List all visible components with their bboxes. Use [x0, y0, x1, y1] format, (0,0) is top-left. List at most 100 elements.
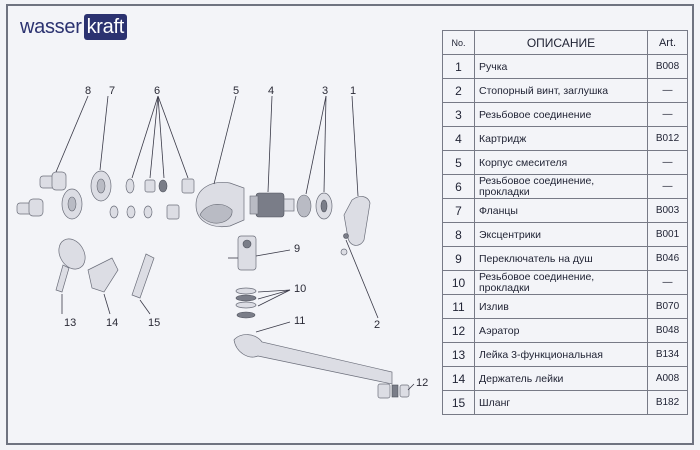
- callout-14: 14: [106, 317, 118, 329]
- callout-1: 1: [350, 85, 356, 97]
- row-number: 5: [442, 150, 475, 175]
- row-description: Стопорный винт, заглушка: [474, 78, 648, 103]
- row-description: Эксцентрики: [474, 222, 648, 247]
- row-article: B012: [647, 126, 688, 151]
- row-article: —: [647, 174, 688, 199]
- part-threaded-connection: [296, 192, 333, 220]
- callout-2: 2: [374, 319, 380, 331]
- part-spout: [233, 334, 393, 385]
- part-set-screw: [340, 233, 349, 256]
- callout-12: 12: [416, 377, 428, 389]
- row-number: 15: [442, 390, 475, 415]
- part-mixer-body: [195, 182, 245, 228]
- callout-11: 11: [294, 315, 305, 327]
- row-description: Ручка: [474, 54, 648, 79]
- part-shower-head: [55, 238, 86, 293]
- part-diverter: [228, 235, 257, 271]
- callout-15: 15: [148, 317, 160, 329]
- row-number: 8: [442, 222, 475, 247]
- row-number: 11: [442, 294, 475, 319]
- row-article: —: [647, 270, 688, 295]
- row-article: —: [647, 102, 688, 127]
- part-hose: [131, 253, 155, 299]
- row-description: Резьбовое соединение, прокладки: [474, 270, 648, 295]
- brand-logo-badge: kraft: [83, 14, 127, 40]
- table-header-row: No. ОПИСАНИЕ Art.: [442, 30, 688, 55]
- part-eccentrics: [16, 171, 67, 217]
- part-handle: [343, 196, 371, 246]
- row-description: Лейка 3-функциональная: [474, 342, 648, 367]
- row-description: Картридж: [474, 126, 648, 151]
- row-description: Шланг: [474, 390, 648, 415]
- callout-9: 9: [294, 243, 300, 255]
- row-description: Излив: [474, 294, 648, 319]
- row-description: Держатель лейки: [474, 366, 648, 391]
- row-description: Фланцы: [474, 198, 648, 223]
- row-article: B182: [647, 390, 688, 415]
- part-spout-connections: [235, 287, 257, 319]
- callout-7: 7: [109, 85, 115, 97]
- callout-leaders: [55, 95, 415, 391]
- row-article: —: [647, 78, 688, 103]
- row-number: 4: [442, 126, 475, 151]
- row-article: B001: [647, 222, 688, 247]
- callout-10: 10: [294, 283, 306, 295]
- row-description: Переключатель на душ: [474, 246, 648, 271]
- row-article: B070: [647, 294, 688, 319]
- part-threaded-connections-gaskets: [109, 178, 195, 220]
- callout-6: 6: [154, 85, 160, 97]
- row-article: —: [647, 150, 688, 175]
- row-article: B003: [647, 198, 688, 223]
- row-article: B134: [647, 342, 688, 367]
- callout-13: 13: [64, 317, 76, 329]
- part-shower-holder: [87, 257, 119, 293]
- part-cartridge: [249, 192, 295, 218]
- row-description: Резьбовое соединение, прокладки: [474, 174, 648, 199]
- row-number: 2: [442, 78, 475, 103]
- part-aerator: [377, 383, 410, 399]
- row-article: B048: [647, 318, 688, 343]
- row-number: 10: [442, 270, 475, 295]
- row-number: 9: [442, 246, 475, 271]
- row-number: 3: [442, 102, 475, 127]
- row-number: 7: [442, 198, 475, 223]
- row-article: A008: [647, 366, 688, 391]
- header-description: ОПИСАНИЕ: [474, 30, 648, 55]
- row-number: 13: [442, 342, 475, 367]
- row-number: 14: [442, 366, 475, 391]
- row-description: Корпус смесителя: [474, 150, 648, 175]
- header-article: Art.: [647, 30, 688, 55]
- header-number: No.: [442, 30, 475, 55]
- row-number: 6: [442, 174, 475, 199]
- callout-8: 8: [85, 85, 91, 97]
- callout-5: 5: [233, 85, 239, 97]
- part-flanges: [61, 170, 112, 220]
- row-article: B008: [647, 54, 688, 79]
- callout-3: 3: [322, 85, 328, 97]
- callout-4: 4: [268, 85, 274, 97]
- brand-logo-text: wasser: [20, 16, 82, 38]
- row-description: Резьбовое соединение: [474, 102, 648, 127]
- row-description: Аэратор: [474, 318, 648, 343]
- row-number: 12: [442, 318, 475, 343]
- row-number: 1: [442, 54, 475, 79]
- row-article: B046: [647, 246, 688, 271]
- exploded-parts-diagram: 8 7 6 5 4 3 1 2 9 10 11 12 13 14 15: [16, 85, 428, 399]
